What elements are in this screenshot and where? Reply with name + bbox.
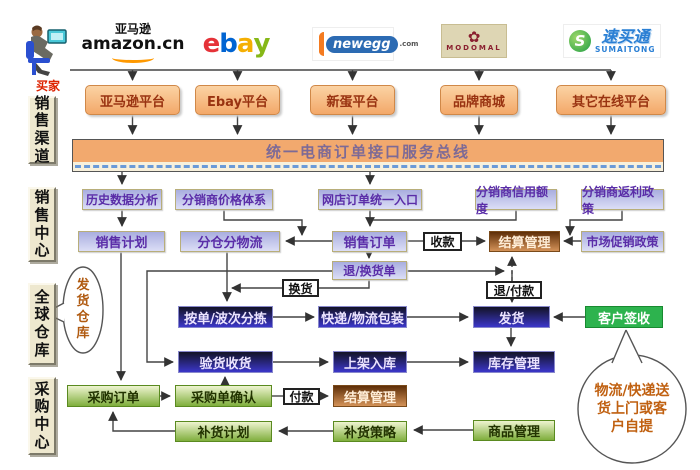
node-pay: 付款 [283, 388, 320, 405]
ebay-letter: y [253, 29, 270, 59]
delivery-note-bubble-shape [577, 329, 687, 464]
node-shelve-warehouse: 上架入库 [333, 351, 407, 373]
delivery-note-bubble: 物流/快递送货上门或客户自提 [578, 357, 686, 461]
delivery-note-bubble-label: 物流/快递送货上门或客户自提 [594, 382, 670, 436]
newegg-logo-tld: .com [399, 40, 419, 48]
sumaitong-swirl-icon: S [569, 30, 591, 52]
node-product-mgmt: 商品管理 [473, 420, 555, 441]
node-sales-plan: 销售计划 [78, 231, 165, 252]
node-wave-picking: 按单/波次分拣 [178, 306, 273, 328]
platform-brand-mall: 品牌商城 [440, 85, 518, 115]
node-purchase-confirm: 采购单确认 [175, 385, 272, 407]
node-distributor-rebate: 分销商返利政策 [581, 185, 664, 216]
bus-dashed-line [75, 165, 661, 168]
node-settlement-bottom: 结算管理 [333, 385, 407, 407]
buyer-icon [26, 25, 67, 76]
node-replenish-plan: 补货计划 [175, 421, 272, 442]
section-sales-channel: 销售渠道 [28, 93, 56, 165]
node-market-promotion: 市场促销政策 [581, 231, 664, 252]
newegg-logo-text: newegg [326, 35, 398, 53]
ship-warehouse-bubble-label: 发货仓库 [76, 277, 90, 342]
section-purchase-center-label: 采购中心 [34, 379, 50, 451]
sumaitong-logo-latin: SUMAITONG [595, 44, 656, 54]
newegg-logo: newegg .com [312, 27, 418, 61]
ship-warehouse-bubble: 发货仓库 [63, 267, 103, 353]
amazon-smile-icon [112, 53, 154, 64]
node-collect-payment: 收款 [423, 232, 462, 251]
newegg-crescent-icon [319, 32, 324, 56]
order-service-bus-label: 统一电商订单接口服务总线 [73, 140, 663, 162]
modomal-flower-icon: ✿ [467, 28, 481, 46]
node-refund-payment: 退/付款 [486, 281, 542, 299]
node-ship-goods: 发货 [473, 306, 550, 328]
node-purchase-order: 采购订单 [67, 385, 160, 407]
ebay-letter: b [219, 29, 238, 59]
node-inventory-mgmt: 库存管理 [473, 351, 555, 373]
section-sales-channel-label: 销售渠道 [34, 93, 50, 165]
node-settlement-top: 结算管理 [489, 231, 560, 252]
node-inspect-receive: 验货收货 [178, 351, 273, 373]
node-sales-order: 销售订单 [332, 231, 407, 252]
node-exchange-goods: 换货 [282, 279, 319, 297]
section-sales-center-label: 销售中心 [34, 188, 50, 260]
platform-newegg: 新蛋平台 [310, 85, 395, 115]
amazon-logo-cjk: 亚马逊 [114, 21, 151, 36]
modomal-logo-text: MODOMAL [446, 44, 502, 52]
node-warehouse-logistics: 分仓分物流 [180, 231, 280, 252]
node-distributor-credit: 分销商信用额度 [475, 185, 557, 216]
node-return-exchange-order: 退/换货单 [332, 261, 407, 280]
platform-amazon: 亚马逊平台 [85, 85, 180, 115]
node-replenish-strategy: 补货策略 [333, 421, 407, 442]
node-distributor-price: 分销商价格体系 [175, 189, 273, 210]
section-sales-center: 销售中心 [28, 187, 56, 262]
sumaitong-logo: S 速买通 SUMAITONG [563, 24, 662, 58]
ebay-letter: a [236, 29, 255, 59]
amazon-logo: 亚马逊 amazon.cn [82, 21, 185, 64]
platform-ebay: Ebay平台 [195, 85, 280, 115]
section-purchase-center: 采购中心 [28, 377, 56, 455]
node-logistics-packaging: 快递/物流包装 [318, 306, 407, 328]
node-history-analysis: 历史数据分析 [82, 189, 162, 210]
node-store-order-entry: 网店订单统一入口 [318, 189, 422, 210]
modomal-logo: ✿ MODOMAL [441, 24, 507, 58]
section-global-warehouse: 全球仓库 [28, 283, 56, 365]
section-global-warehouse-label: 全球仓库 [34, 287, 50, 359]
ebay-letter: e [202, 29, 221, 59]
sumaitong-logo-cjk: 速买通 [601, 26, 650, 46]
amazon-logo-domain: amazon.cn [81, 33, 185, 54]
order-service-bus: 统一电商订单接口服务总线 [72, 139, 664, 172]
node-customer-sign: 客户签收 [585, 306, 663, 328]
buyer-label: 买家 [35, 78, 60, 93]
platform-other-online: 其它在线平台 [556, 85, 666, 115]
